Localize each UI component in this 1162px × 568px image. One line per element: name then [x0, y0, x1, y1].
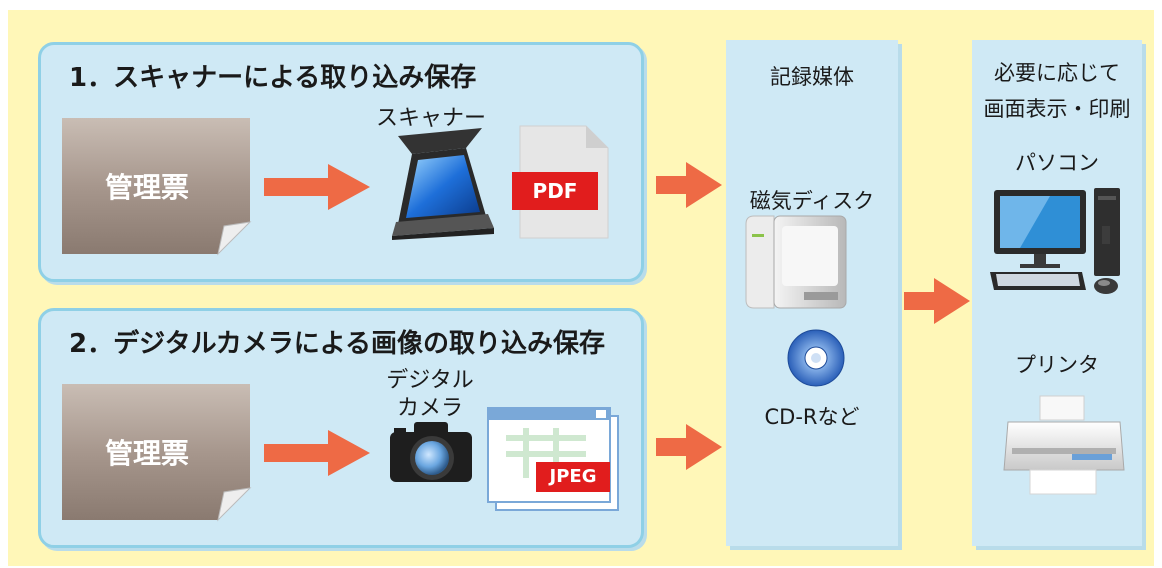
document-icon: 管理票 — [62, 384, 252, 522]
cd-icon — [787, 329, 845, 387]
hard-disk-icon — [745, 215, 847, 309]
printer-icon — [1003, 395, 1125, 495]
document-icon: 管理票 — [62, 118, 252, 256]
output-title-line1: 必要に応じて — [994, 61, 1120, 85]
arrow-icon — [656, 424, 722, 470]
camera-panel-title: 2．デジタルカメラによる画像の取り込み保存 — [69, 329, 606, 359]
arrow-icon — [656, 162, 722, 208]
disk-label: 磁気ディスク — [749, 189, 875, 213]
output-title-line2: 画面表示・印刷 — [983, 97, 1131, 121]
cd-label: CD-Rなど — [764, 405, 860, 429]
pdf-badge: PDF — [512, 172, 598, 210]
arrow-icon — [264, 164, 370, 210]
computer-icon — [990, 188, 1120, 294]
storage-title: 記録媒体 — [770, 65, 854, 89]
scanner-panel-title: 1．スキャナーによる取り込み保存 — [69, 63, 477, 93]
camera-label-line1: デジタル — [386, 368, 474, 393]
diagram-canvas: 1．スキャナーによる取り込み保存 2．デジタルカメラによる画像の取り込み保存 記… — [8, 10, 1154, 566]
scanner-icon — [392, 128, 494, 240]
arrow-icon — [264, 430, 370, 476]
jpeg-window-icon — [487, 407, 619, 511]
printer-label: プリンタ — [1015, 353, 1099, 377]
document-label: 管理票 — [104, 437, 189, 470]
camera-label-line2: カメラ — [396, 396, 463, 421]
scanner-label: スキャナー — [375, 106, 486, 131]
jpeg-badge: JPEG — [536, 462, 610, 492]
arrow-icon — [904, 278, 970, 324]
pc-label: パソコン — [1015, 151, 1099, 175]
document-label: 管理票 — [104, 171, 189, 204]
camera-icon — [390, 422, 472, 482]
